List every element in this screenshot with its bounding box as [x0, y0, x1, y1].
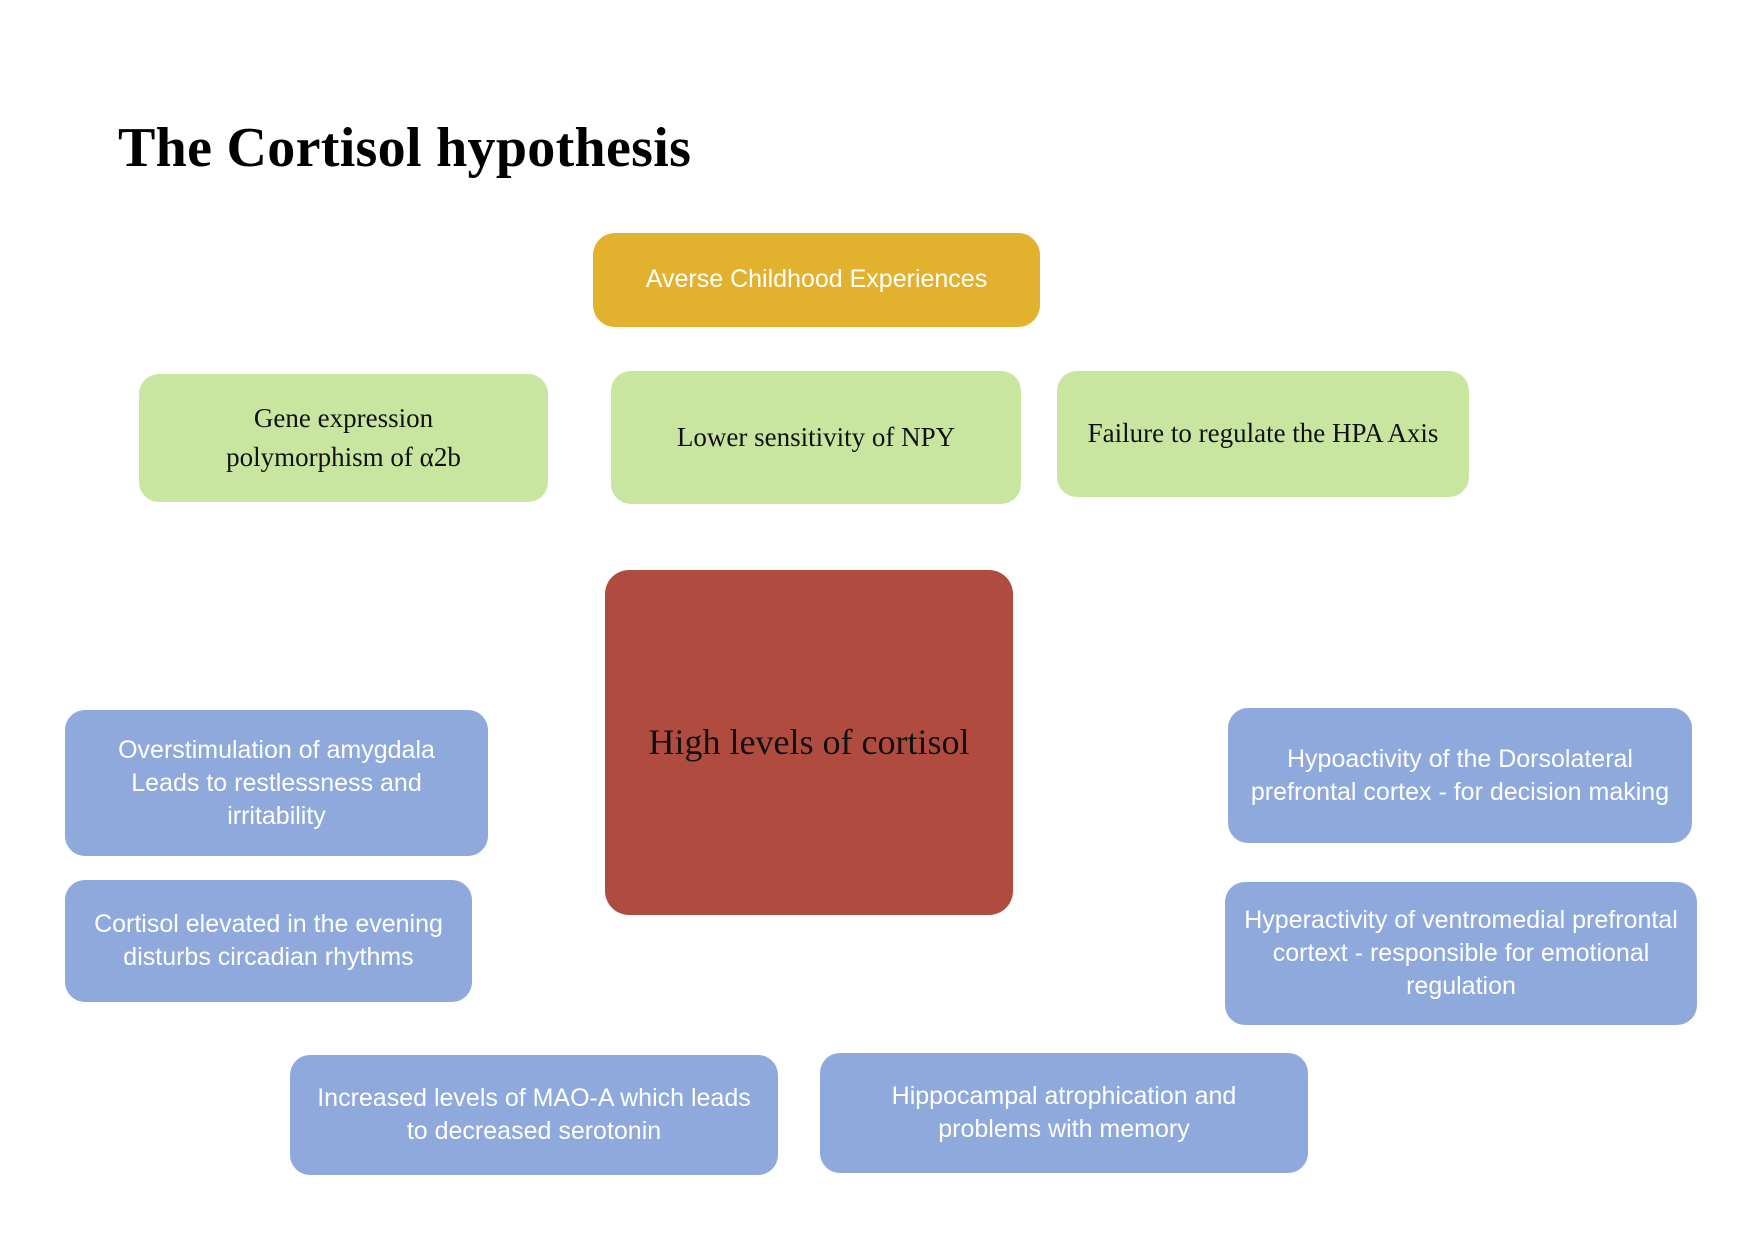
- node-label: Averse Childhood Experiences: [645, 265, 988, 294]
- node-label: Lower sensitivity of NPY: [676, 421, 956, 452]
- node-label: Increased levels of MAO-A which leads to…: [317, 1084, 751, 1145]
- node-label: High levels of cortisol: [648, 722, 970, 763]
- node-high-levels-of-cortisol[interactable]: High levels of cortisol: [605, 570, 1013, 915]
- node-hypoactivity-dlpfc[interactable]: Hypoactivity of the Dorsolateral prefron…: [1228, 708, 1692, 843]
- node-label: Hyperactivity of ventromedial prefrontal…: [1244, 906, 1678, 1000]
- node-cortisol-evening-circadian[interactable]: Cortisol elevated in the evening disturb…: [65, 880, 472, 1002]
- node-overstimulation-amygdala[interactable]: Overstimulation of amygdala Leads to res…: [65, 710, 488, 856]
- node-gene-expression-polymorphism[interactable]: Gene expression polymorphism of α2b: [139, 374, 548, 502]
- node-label: Hypoactivity of the Dorsolateral prefron…: [1250, 744, 1670, 806]
- node-hyperactivity-vmpfc[interactable]: Hyperactivity of ventromedial prefrontal…: [1225, 882, 1697, 1025]
- page-title: The Cortisol hypothesis: [118, 117, 692, 179]
- node-label: Gene expression polymorphism of α2b: [226, 402, 461, 472]
- node-label: Cortisol elevated in the evening disturb…: [94, 910, 443, 971]
- node-label: Failure to regulate the HPA Axis: [1087, 418, 1439, 449]
- node-averse-childhood-experiences[interactable]: Averse Childhood Experiences: [593, 233, 1040, 327]
- node-hippocampal-atrophication[interactable]: Hippocampal atrophication and problems w…: [820, 1053, 1308, 1173]
- node-lower-sensitivity-npy[interactable]: Lower sensitivity of NPY: [611, 371, 1021, 504]
- node-failure-regulate-hpa-axis[interactable]: Failure to regulate the HPA Axis: [1057, 371, 1469, 497]
- node-label: Hippocampal atrophication and problems w…: [891, 1082, 1237, 1143]
- node-label: Overstimulation of amygdala Leads to res…: [118, 735, 435, 830]
- node-increased-mao-a[interactable]: Increased levels of MAO-A which leads to…: [290, 1055, 778, 1175]
